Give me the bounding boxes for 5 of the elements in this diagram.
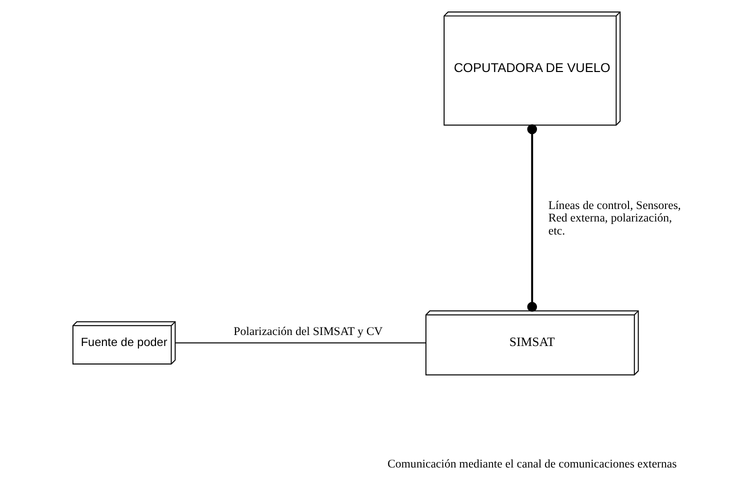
edge-label: Líneas de control, Sensores, Red externa, polarización, etc. <box>548 198 680 238</box>
connector <box>526 124 537 312</box>
connector <box>174 342 426 344</box>
label: Comunicación mediante el canal de comunicaciones externas <box>387 456 676 470</box>
edge-label: Polarización del SIMSAT y CV <box>233 324 382 338</box>
